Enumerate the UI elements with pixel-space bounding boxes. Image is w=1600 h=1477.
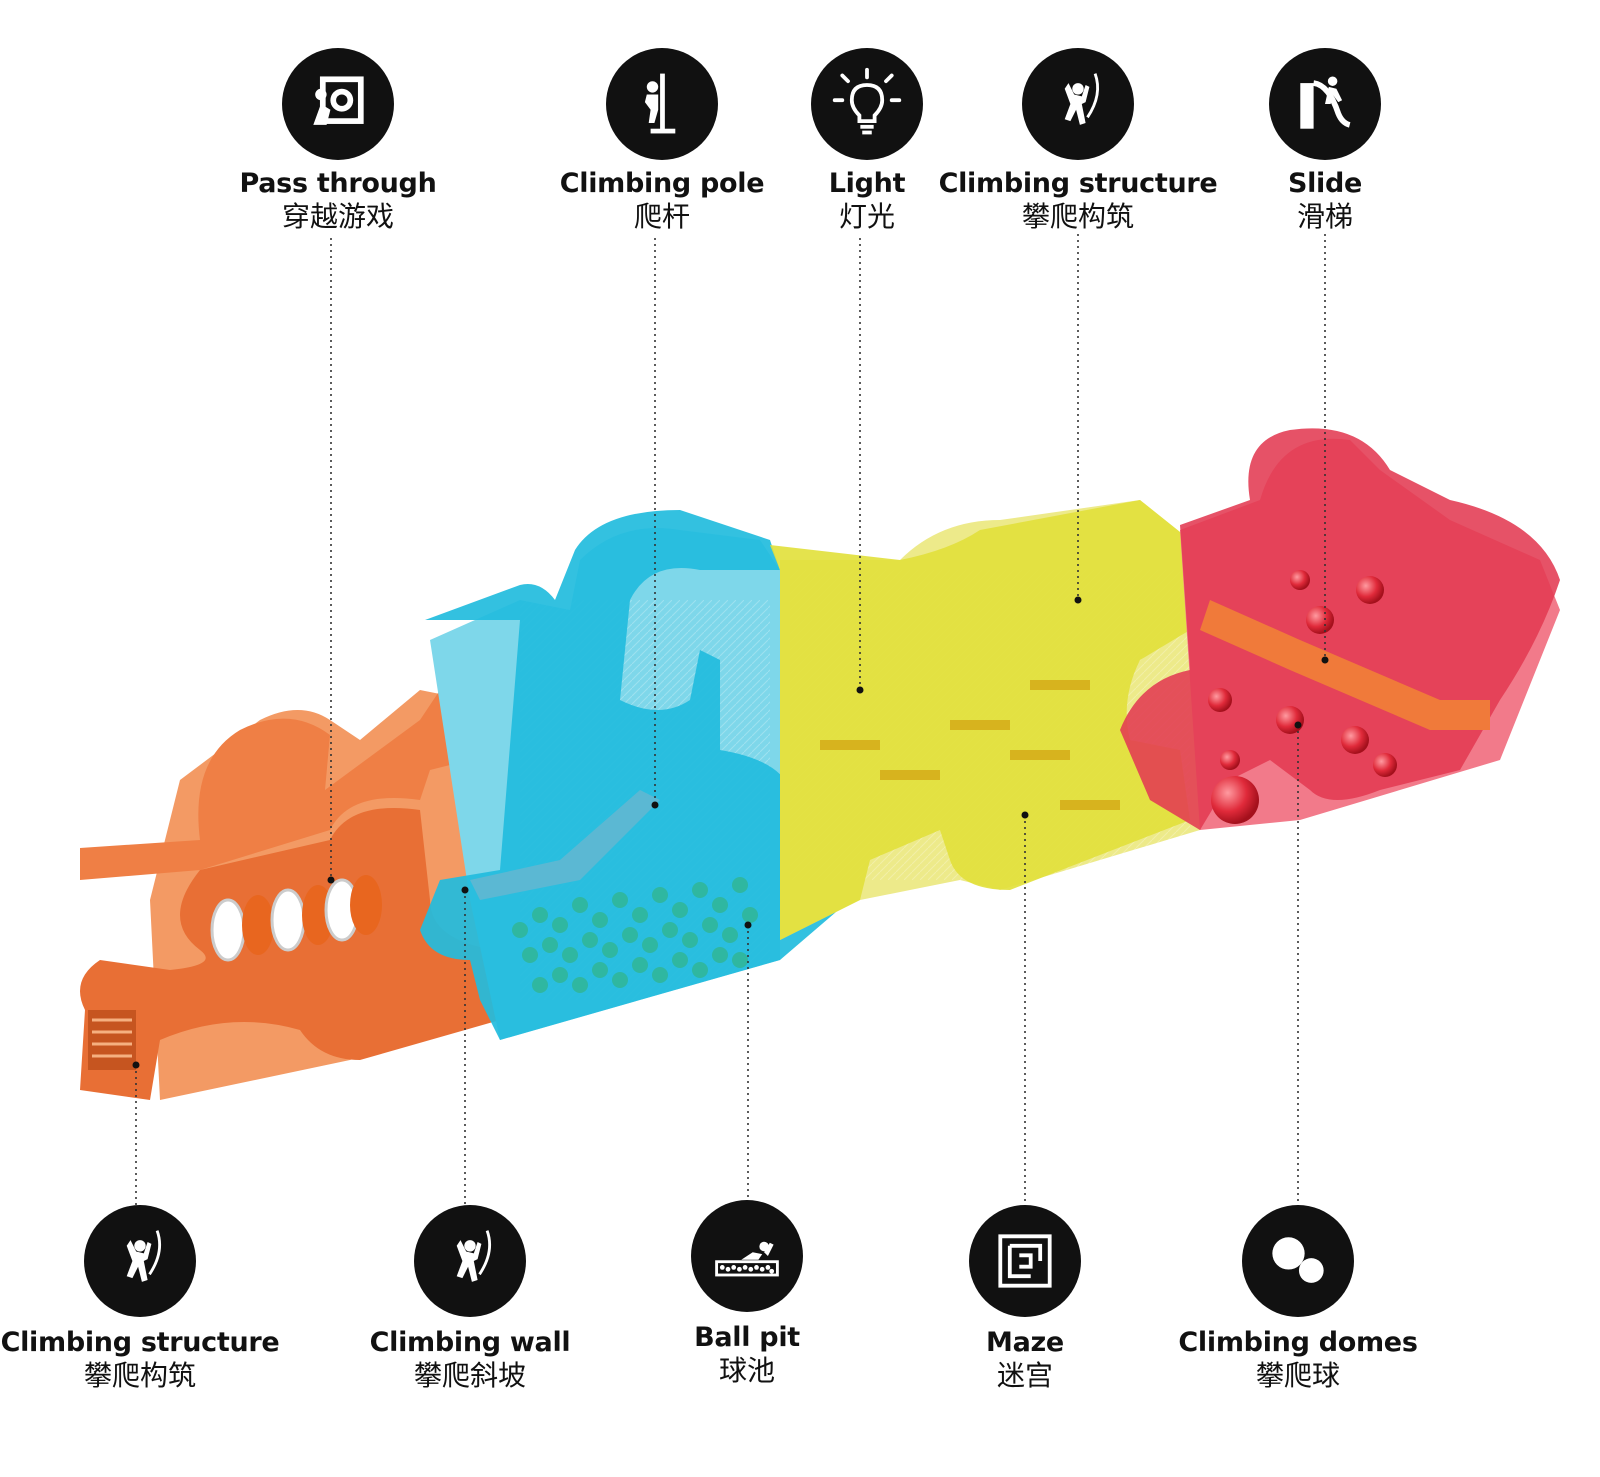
callout-climbing-domes: Climbing domes 攀爬球 [1158,1205,1438,1393]
callout-climbing-structure-top: Climbing structure 攀爬构筑 [938,48,1218,234]
callout-label-zh: 攀爬构筑 [83,1359,196,1392]
leader-dots [132,596,1329,1069]
callout-label-en: Ball pit [694,1322,800,1353]
callout-label-zh: 球池 [718,1354,775,1387]
callout-label-en: Pass through [239,168,437,199]
callout-label-en: Climbing domes [1178,1327,1418,1358]
callout-label-zh: 穿越游戏 [281,200,394,233]
callout-climbing-structure-bottom: Climbing structure 攀爬构筑 [0,1205,280,1393]
callout-label-en: Maze [986,1327,1064,1358]
red-module [1120,428,1560,830]
blue-module [420,510,860,1040]
callout-ball-pit: Ball pit 球池 [607,1200,887,1388]
callout-climbing-wall: Climbing wall 攀爬斜坡 [330,1205,610,1393]
climbing-wall-icon [414,1205,526,1317]
callout-label-zh: 攀爬球 [1255,1359,1340,1392]
callout-label-zh: 滑梯 [1296,200,1353,233]
callout-label-en: Climbing structure [938,168,1218,199]
callout-pass-through: Pass through 穿越游戏 [198,48,478,234]
ball-pit-icon [691,1200,803,1312]
callout-slide: Slide 滑梯 [1185,48,1465,234]
ball-pit-balls [512,877,758,993]
orange-module-front [80,808,500,1100]
callout-label-en: Climbing structure [0,1327,280,1358]
climber-icon [1022,48,1134,160]
climber-icon [84,1205,196,1317]
maze-icon [969,1205,1081,1317]
climbing-pole-icon [606,48,718,160]
pass-through-icon [282,48,394,160]
leader-lines [135,234,1326,1230]
slide-icon [1269,48,1381,160]
pass-through-rings [210,875,382,962]
maze-steps [820,680,1120,810]
light-bulb-icon [811,48,923,160]
orange-module-top-rim [80,690,500,880]
slide-chute [1200,600,1490,730]
climbing-dome-spheres [1208,570,1397,824]
callout-label-zh: 攀爬构筑 [1021,200,1134,233]
callout-climbing-pole: Climbing pole 爬杆 [522,48,802,234]
callout-label-zh: 爬杆 [633,200,690,233]
callout-label-en: Light [828,168,906,199]
callout-label-en: Climbing wall [369,1327,571,1358]
callout-label-zh: 迷宫 [996,1359,1053,1392]
orange-module [80,690,500,1100]
callout-label-en: Slide [1287,168,1363,199]
callout-label-zh: 攀爬斜坡 [413,1359,526,1392]
callout-label-zh: 灯光 [838,200,895,233]
climbing-domes-icon [1242,1205,1354,1317]
climbing-wall-ramp [470,790,660,900]
callout-maze: Maze 迷宫 [885,1205,1165,1393]
callout-label-en: Climbing pole [559,168,765,199]
callout-light: Light 灯光 [727,48,1007,234]
